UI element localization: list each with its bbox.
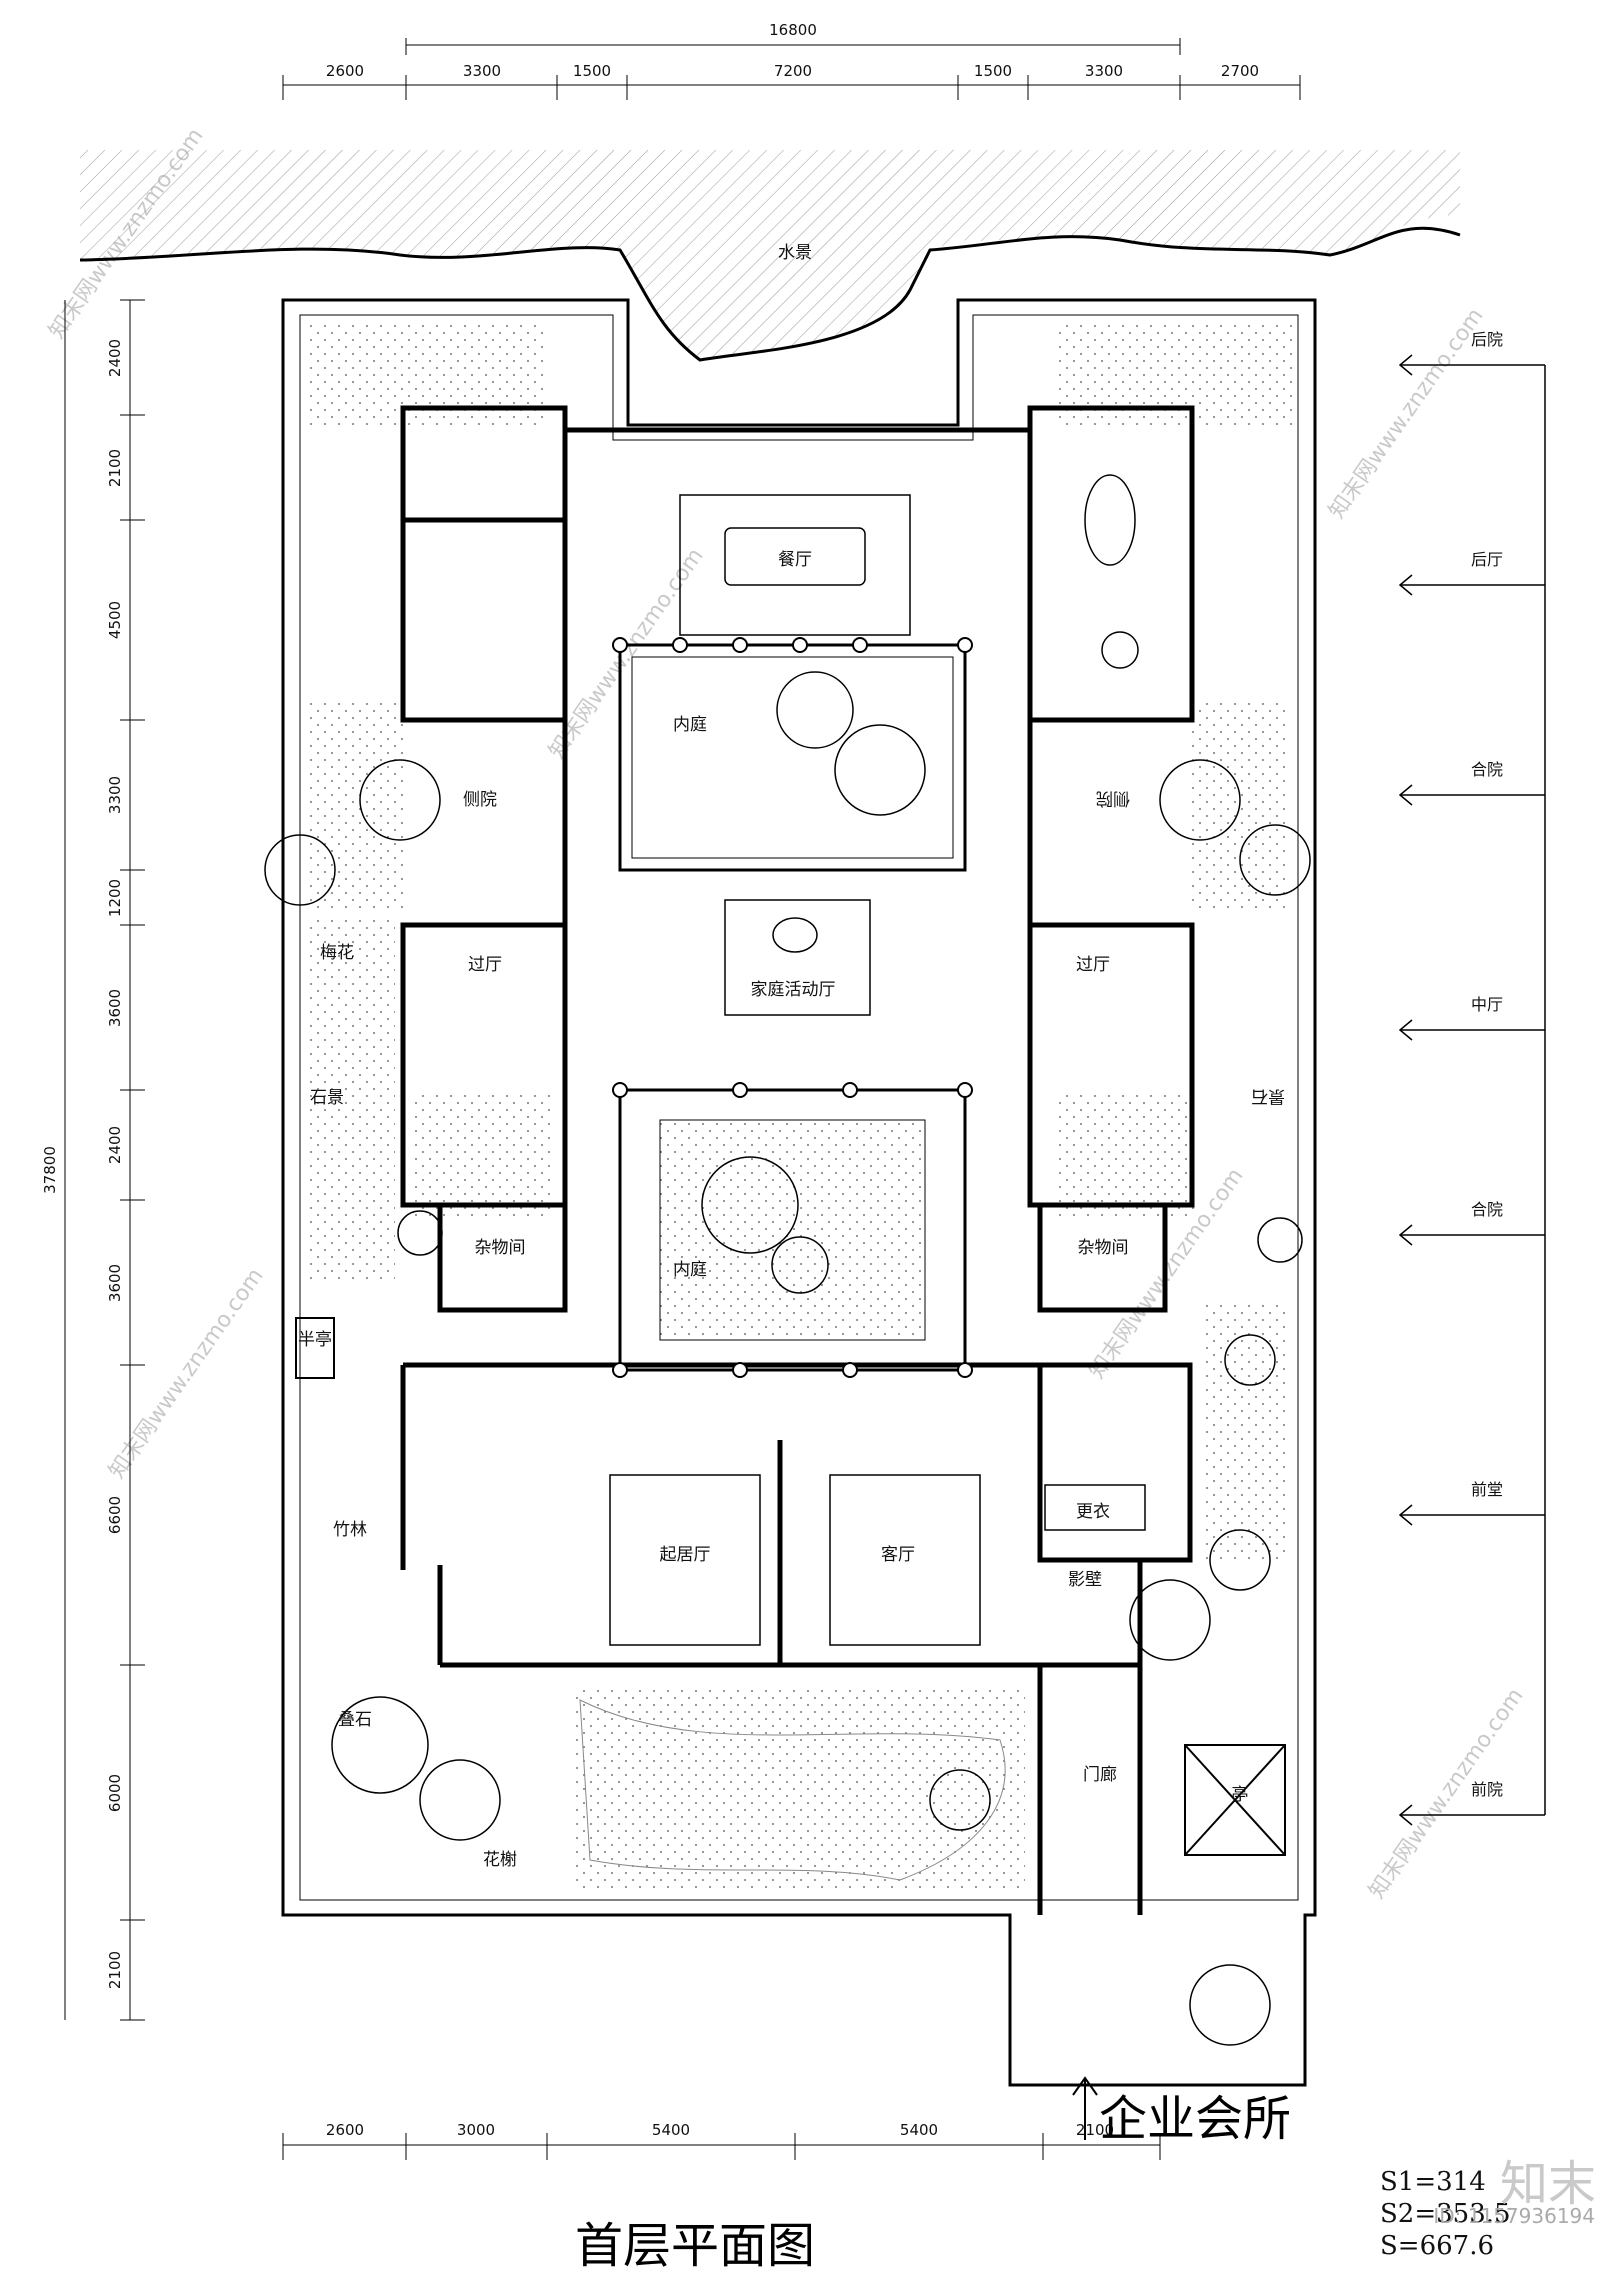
dim-left-2: 2100 [106,449,124,487]
room-living: 起居厅 [660,1545,711,1565]
label-side-yard-right: 侧院 [1096,788,1130,808]
zone-indicators [1398,354,1546,1826]
garden-texture [305,320,1293,1890]
dim-top-1: 2600 [326,62,364,80]
label-plum: 梅花 [320,943,354,963]
label-flower-bed: 花榭 [483,1850,517,1870]
watermark-logo: 知末 [1500,2156,1596,2212]
room-dining: 餐厅 [778,550,812,570]
image-id: ID: 1157936194 [1433,2204,1595,2228]
dim-bottom-1: 2600 [326,2121,364,2139]
room-hall-left: 过厅 [468,955,502,975]
left-dimensions [64,299,145,2021]
dim-bottom-2: 3000 [457,2121,495,2139]
dim-top-5: 1500 [974,62,1012,80]
area-s1: S1=314 [1380,2167,1486,2197]
zone-front-hall: 前堂 [1471,1480,1503,1499]
dim-left-10: 6000 [106,1774,124,1812]
label-side-yard-left: 侧院 [463,790,497,810]
room-storage-right: 杂物间 [1078,1238,1129,1258]
dim-left-8: 3600 [106,1264,124,1302]
zone-middle-hall: 中厅 [1471,995,1503,1014]
water-label: 水景 [778,243,812,263]
room-screen-wall: 影壁 [1068,1570,1102,1590]
dim-left-9: 6600 [106,1496,124,1534]
watermark-text: 知末网www.znzmo.com [104,1264,268,1484]
bottom-dimensions [282,2133,1161,2160]
furniture [609,474,1146,1646]
dim-top-3: 1500 [573,62,611,80]
dim-top-4: 7200 [774,62,812,80]
dim-bottom-4: 5400 [900,2121,938,2139]
dim-top-7: 2700 [1221,62,1259,80]
pavilion [295,1317,1286,1856]
dim-left-7: 2400 [106,1126,124,1164]
room-pavilion: 亭 [1232,1785,1249,1805]
watermark-text: 知末网www.znzmo.com [1364,1684,1528,1904]
room-storage-left: 杂物间 [475,1238,526,1258]
area-s2: S2=353.5 [1380,2199,1511,2229]
room-changing: 更衣 [1076,1502,1110,1522]
dim-left-total: 37800 [41,1146,59,1194]
dim-left-4: 3300 [106,776,124,814]
label-rockery: 叠石 [338,1710,372,1730]
dim-left-11: 2100 [106,1951,124,1989]
room-family: 家庭活动厅 [751,980,836,1000]
room-guest: 客厅 [881,1545,915,1565]
dim-top-6: 3300 [1085,62,1123,80]
room-half-pavilion: 半亭 [298,1330,332,1350]
dim-left-5: 1200 [106,879,124,917]
drawing-title: 首层平面图 [575,2218,815,2274]
dim-left-6: 3600 [106,989,124,1027]
water-feature: 水景 [79,150,1461,362]
room-porch: 门廊 [1083,1765,1117,1785]
dim-left-3: 4500 [106,601,124,639]
site-boundary [281,298,1317,2087]
watermark: 知末网www.znzmo.com 知末网www.znzmo.com 知末网www… [44,124,1528,1904]
room-hall-right: 过厅 [1076,955,1110,975]
room-inner-court-1: 内庭 [673,715,707,735]
zone-courtyard-2: 合院 [1471,1200,1503,1219]
building-walls [400,405,1195,1915]
label-bamboo: 竹林 [333,1520,367,1540]
watermark-text: 知末网www.znzmo.com [1324,304,1488,524]
label-stone-right: 景石 [1251,1086,1285,1106]
tree-symbols [264,671,1311,2046]
dim-top-total: 16800 [769,21,817,39]
dim-top-2: 3300 [463,62,501,80]
zone-back-yard: 后院 [1471,330,1503,349]
entrance-arrow [1072,2076,1098,2140]
zone-back-hall: 后厅 [1471,550,1503,569]
dim-bottom-5: 2100 [1076,2121,1114,2139]
room-inner-court-2: 内庭 [673,1260,707,1280]
top-dimensions [282,38,1301,100]
zone-courtyard-1: 合院 [1471,760,1503,779]
inner-courtyards [618,643,967,1372]
label-stone-left: 石景 [310,1088,344,1108]
area-total: S=667.6 [1380,2231,1494,2261]
project-title: 企业会所 [1099,2091,1291,2147]
dim-bottom-3: 5400 [652,2121,690,2139]
courtyard-columns [612,637,973,1378]
dim-left-1: 2400 [106,339,124,377]
zone-front-yard: 前院 [1471,1780,1503,1799]
